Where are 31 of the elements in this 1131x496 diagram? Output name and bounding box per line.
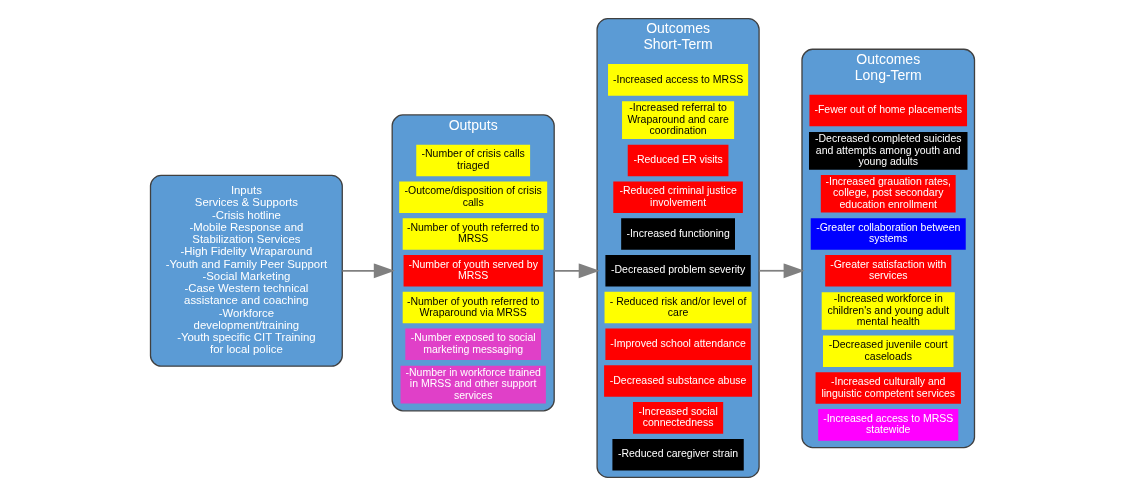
node-box: -Reduced ER visits bbox=[627, 144, 728, 177]
arrow bbox=[552, 263, 600, 279]
node-box: - Reduced risk and/or level of care bbox=[604, 291, 752, 324]
arrow bbox=[341, 263, 395, 279]
node-box: Inputs Services & Supports -Crisis hotline -Mobile Response and Stabilization Services -High Fidelity Wraparound -Youth and Family Peer Support -Social Marketing -Case Western technical assistance and coaching -Workforce development/training -Youth specific CIT Training for local police bbox=[149, 174, 343, 367]
node-box: -Reduced caregiver strain bbox=[611, 438, 744, 471]
node-box: -Decreased substance abuse bbox=[603, 365, 752, 397]
node-box: -Number in workforce trained in MRSS and other support services bbox=[400, 365, 546, 404]
node-box: -Increased grauation rates, college, post secondary education enrollment bbox=[820, 174, 956, 213]
node-box: -Increased functioning bbox=[620, 218, 735, 250]
node-box: -Number of crisis calls triaged bbox=[415, 144, 530, 177]
node-box: -Decreased juvenile court caseloads bbox=[822, 335, 953, 368]
node-box: -Greater collaboration between systems bbox=[810, 218, 966, 250]
node-box: -Number of youth served by MRSS bbox=[403, 255, 543, 287]
node-box: -Decreased problem severity bbox=[604, 255, 751, 287]
node-box: -Improved school attendance bbox=[604, 328, 751, 361]
node-box: -Increased social connectedness bbox=[632, 402, 723, 434]
node-box: -Increased referral to Wraparound and care coordination bbox=[621, 101, 734, 139]
node-box: -Greater satisfaction with services bbox=[824, 255, 951, 287]
node-box: -Increased culturally and linguistic competent services bbox=[815, 372, 961, 404]
node-box: -Increased access to MRSS statewide bbox=[817, 409, 958, 441]
node-box: -Increased workforce in children's and young adult mental health bbox=[821, 292, 955, 330]
node-box: -Reduced criminal justice involvement bbox=[612, 181, 743, 213]
arrow bbox=[757, 263, 805, 279]
node-box: -Number of youth referred to MRSS bbox=[402, 218, 544, 250]
node-box: -Fewer out of home placements bbox=[808, 94, 967, 127]
node-box: -Number exposed to social marketing messaging bbox=[404, 328, 541, 361]
node-box: -Decreased completed suicides and attempts among youth and young adults bbox=[808, 132, 967, 170]
node-box: -Outcome/disposition of crisis calls bbox=[398, 181, 547, 213]
node-box: -Increased access to MRSS bbox=[607, 64, 748, 96]
node-box: -Number of youth referred to Wraparound via MRSS bbox=[402, 291, 544, 324]
